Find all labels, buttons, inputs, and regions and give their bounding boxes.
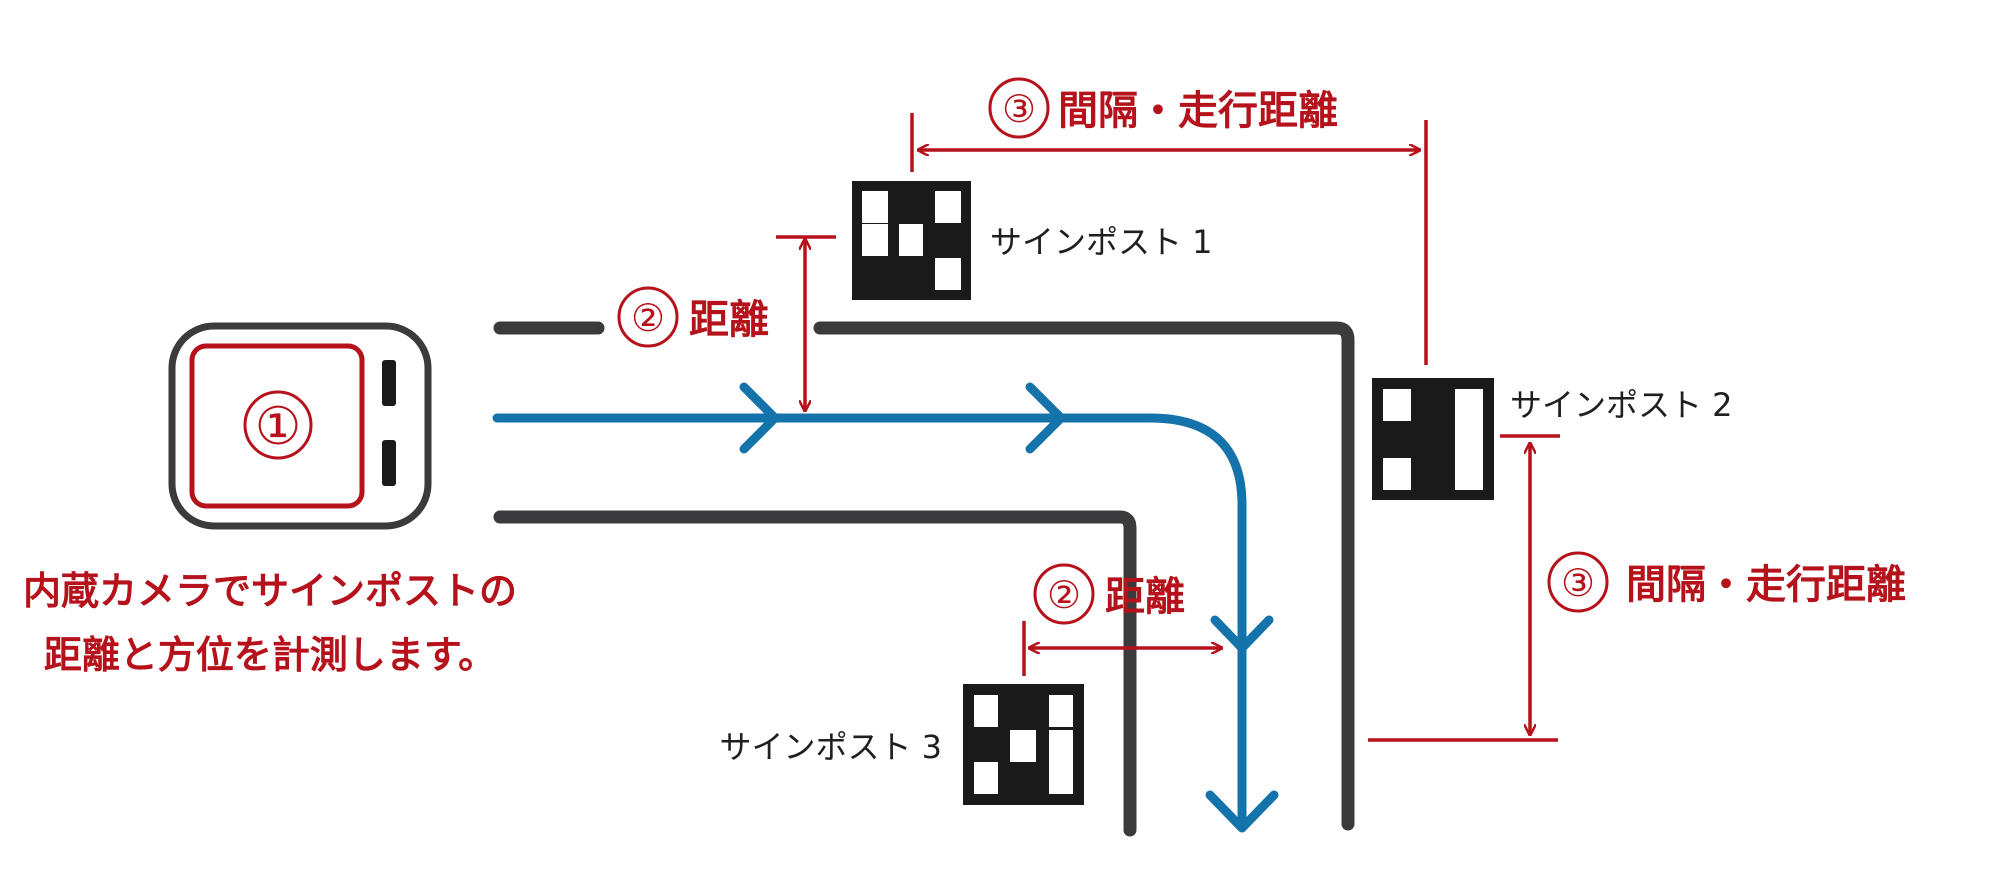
vehicle-path [492, 382, 1279, 833]
vehicle-marker-circle [243, 390, 313, 460]
interval-top-marker-circle [988, 77, 1050, 139]
path-chevron-1 [739, 382, 780, 454]
interval-top-label: ③ 間隔・走行距離 [988, 77, 1338, 139]
signpost-3-marker-icon [963, 684, 1084, 805]
interval-right-measure [1368, 434, 1560, 742]
signpost-2: サインポスト 2 [1372, 378, 1733, 500]
signpost-1: サインポスト 1 [852, 181, 1213, 300]
signpost-3-label: サインポスト 3 [719, 728, 942, 766]
vehicle-path-line [492, 413, 1247, 831]
interval-right-marker-circle [1547, 551, 1609, 613]
interval-top-marker-text: ③ [1002, 87, 1036, 131]
signpost-1-marker-icon [852, 181, 971, 300]
vehicle-top-view-icon: ① [168, 322, 432, 530]
signpost-2-marker-icon [1372, 378, 1494, 500]
distance-bottom-text: 距離 [1105, 574, 1185, 620]
caption-line-2: 距離と方位を計測します。 [44, 633, 496, 677]
interval-top-measure [910, 113, 1428, 365]
distance-bottom-marker-text: ② [1047, 573, 1081, 617]
road-edge-top-right [813, 321, 1355, 831]
distance-bottom-marker-circle [1033, 563, 1095, 625]
interval-right-label: ③ 間隔・走行距離 [1547, 551, 1906, 613]
interval-right-text: 間隔・走行距離 [1626, 562, 1906, 608]
distance-bottom-measure [1022, 621, 1222, 676]
vehicle-camera-frame [189, 343, 365, 509]
distance-top-measure [776, 235, 836, 411]
distance-top-label: ② 距離 [617, 286, 769, 348]
vehicle-headlight-top [382, 360, 396, 406]
distance-top-marker-text: ② [631, 296, 665, 340]
signpost-1-label: サインポスト 1 [990, 223, 1213, 261]
signpost-3: サインポスト 3 [719, 684, 1084, 805]
signpost-2-label: サインポスト 2 [1510, 386, 1733, 424]
road-edges [493, 321, 1355, 837]
vehicle-marker-text: ① [255, 397, 302, 457]
caption-line-1: 内蔵カメラでサインポストの [23, 569, 517, 613]
vehicle-headlight-bottom [382, 440, 396, 486]
interval-top-text: 間隔・走行距離 [1058, 88, 1338, 134]
interval-right-marker-text: ③ [1561, 561, 1595, 605]
distance-top-text: 距離 [689, 297, 769, 343]
distance-top-marker-circle [617, 286, 679, 348]
path-chevron-3 [1210, 615, 1274, 653]
distance-bottom-label: ② 距離 [1033, 563, 1185, 625]
path-chevron-2 [1025, 382, 1066, 454]
path-chevron-4 [1205, 790, 1279, 833]
road-edge-inner [493, 510, 1137, 837]
